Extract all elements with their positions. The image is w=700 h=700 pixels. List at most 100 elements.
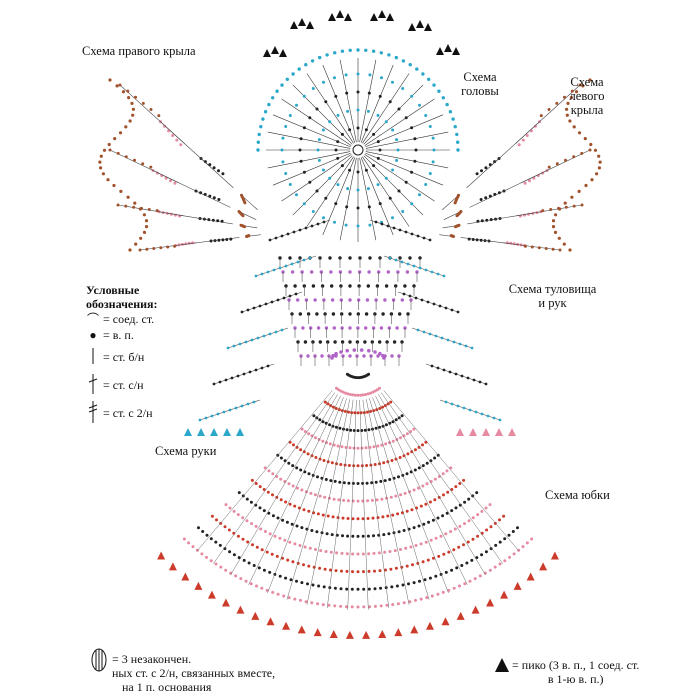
chain-stitch — [362, 354, 366, 358]
chain-stitch — [361, 517, 365, 521]
chain-stitch — [421, 484, 425, 488]
chain-stitch — [222, 410, 226, 414]
chain-stitch — [131, 113, 135, 117]
chain-stitch — [377, 551, 381, 555]
chain-stitch — [259, 125, 263, 129]
chain-stitch — [290, 262, 294, 266]
legend-item-text: = ст. б/н — [103, 350, 145, 364]
chain-stitch — [405, 432, 409, 436]
chain-stitch — [270, 300, 274, 304]
chain-stitch — [302, 450, 306, 454]
picot-mark — [469, 428, 477, 436]
chain-stitch — [102, 148, 107, 152]
chain-stitch — [428, 332, 432, 336]
chain-stitch — [271, 590, 275, 594]
chain-stitch — [466, 376, 470, 380]
chain-stitch — [463, 500, 467, 504]
chain-stitch — [348, 168, 352, 172]
chain-stitch — [462, 543, 465, 547]
chain-stitch — [286, 232, 290, 236]
legend-item: = ст. с 2/н — [86, 399, 158, 427]
picot-mark — [313, 628, 322, 637]
head-label: Схема головы — [455, 70, 505, 98]
chain-stitch — [331, 515, 335, 519]
chain-stitch — [397, 530, 401, 534]
chain-stitch — [229, 237, 233, 241]
chain-stitch — [364, 168, 368, 172]
chain-stitch — [598, 160, 602, 164]
chain-stitch — [316, 602, 320, 606]
chain-stitch — [252, 400, 256, 404]
chain-stitch — [249, 582, 253, 586]
chain-stitch — [295, 579, 298, 583]
chain-stitch — [291, 484, 295, 488]
chain-stitch — [307, 472, 311, 476]
chain-stitch — [370, 498, 374, 502]
legend-item-text: = ст. с/н — [103, 378, 144, 392]
chain-stitch — [265, 588, 269, 592]
chain-stitch — [344, 605, 348, 609]
chain-stitch — [187, 241, 191, 245]
left-arm-chart — [369, 219, 516, 436]
chain-stitch — [331, 405, 335, 409]
chain-stitch — [565, 113, 569, 117]
chain-stitch — [280, 148, 284, 152]
chain-stitch — [329, 270, 333, 274]
chain-stitch — [280, 328, 284, 332]
chain-stitch — [331, 353, 335, 358]
chain-stitch — [444, 306, 448, 310]
chain-stitch — [310, 224, 314, 228]
chain-stitch — [157, 114, 161, 118]
chain-stitch — [417, 524, 421, 528]
chain-stitch — [498, 418, 502, 422]
chain-stitch — [299, 137, 303, 141]
chain-stitch — [391, 216, 394, 220]
chain-stitch — [267, 511, 271, 515]
chain-stitch — [480, 219, 484, 223]
chain-stitch — [316, 326, 321, 330]
chain-stitch — [368, 256, 372, 260]
picot-mark — [328, 13, 336, 21]
chain-stitch — [454, 485, 458, 489]
picot-mark — [194, 581, 203, 590]
chain-stitch — [356, 108, 360, 112]
chain-stitch — [223, 525, 227, 529]
chain-stitch — [456, 310, 460, 314]
picot-mark — [444, 44, 452, 52]
chain-stitch — [361, 481, 365, 485]
stitch-post — [267, 131, 351, 149]
chain-stitch — [284, 576, 288, 580]
chain-stitch — [203, 160, 207, 164]
chain-stitch — [478, 574, 482, 578]
chain-stitch — [346, 534, 350, 538]
chain-stitch — [553, 230, 558, 234]
chain-stitch — [595, 172, 599, 176]
chain-stitch — [302, 170, 306, 174]
chain-stitch — [391, 168, 395, 172]
chain-stitch — [323, 400, 327, 404]
picot-mark — [508, 428, 516, 436]
chain-stitch — [152, 247, 156, 250]
chain-stitch — [220, 219, 224, 223]
chain-stitch — [371, 516, 375, 520]
chain-stitch — [341, 390, 345, 394]
chain-stitch — [344, 223, 348, 227]
chain-stitch — [268, 332, 272, 336]
chain-stitch — [394, 258, 398, 262]
chain-stitch — [566, 101, 570, 105]
chain-stitch — [418, 193, 421, 197]
chain-stitch — [330, 298, 335, 302]
picot-mark — [495, 428, 503, 436]
chain-stitch — [295, 466, 299, 470]
stitch-post — [365, 399, 410, 605]
chain-stitch — [480, 169, 483, 173]
chain-stitch — [336, 113, 340, 117]
chain-stitch — [473, 577, 477, 581]
chain-stitch — [256, 148, 260, 152]
chain-stitch — [328, 442, 332, 446]
chain-stitch — [293, 597, 297, 601]
chain-stitch — [455, 214, 459, 218]
chain-stitch — [334, 202, 338, 206]
chain-stitch — [345, 428, 349, 432]
chain-stitch — [391, 80, 394, 84]
